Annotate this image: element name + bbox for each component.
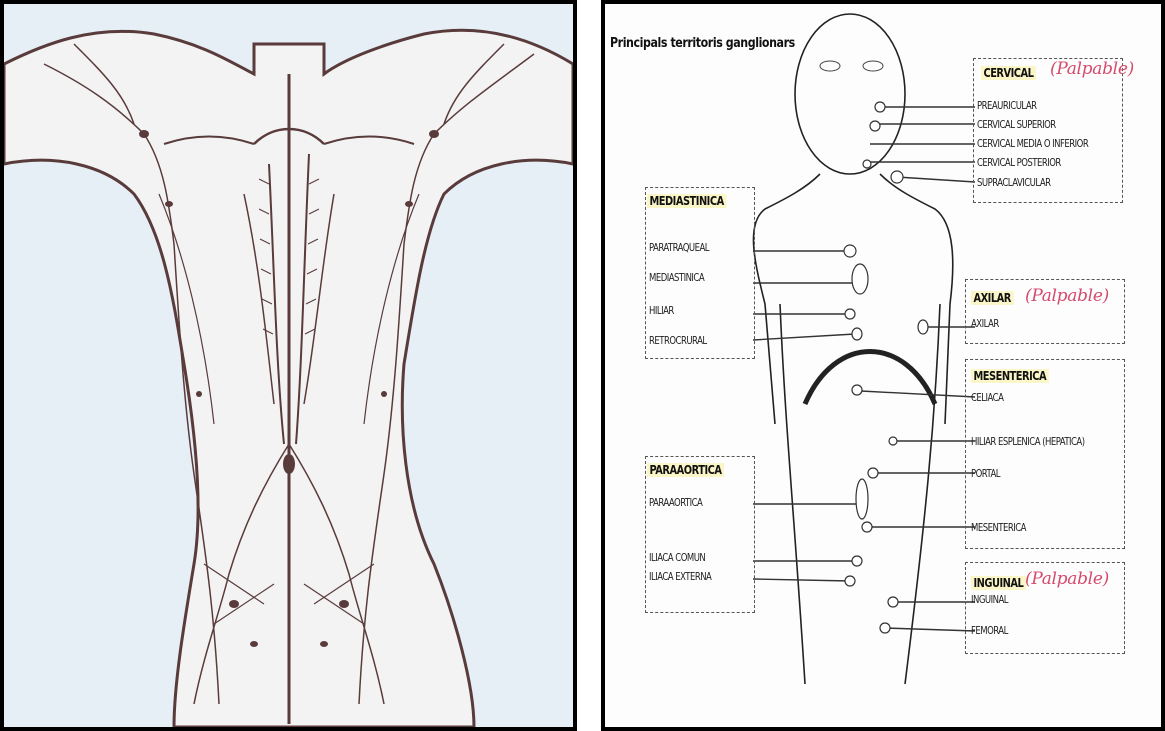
label-celiaca: CELIACA xyxy=(971,391,1003,404)
label-preauricular: PREAURICULAR xyxy=(977,99,1037,112)
label-mesenterica: MESENTERICA xyxy=(971,521,1026,534)
label-cervical-superior: CERVICAL SUPERIOR xyxy=(977,118,1056,131)
mesenterica-header: MESENTERICA xyxy=(971,369,1049,383)
label-femoral: FEMORAL xyxy=(971,624,1008,637)
label-hiliar-esplenica: HILIAR ESPLENICA (HEPATICA) xyxy=(971,435,1085,448)
diagram-title: Principals territoris ganglionars xyxy=(610,36,795,51)
label-iliaca-externa: ILIACA EXTERNA xyxy=(649,570,711,583)
label-inguinal: INGUINAL xyxy=(971,593,1008,606)
label-paratraqueal: PARATRAQUEAL xyxy=(649,241,709,254)
mediastinica-header: MEDIASTINICA xyxy=(647,194,726,208)
label-cervical-media-inferior: CERVICAL MEDIA O INFERIOR xyxy=(977,137,1088,150)
cervical-header: CERVICAL xyxy=(981,66,1036,80)
label-supraclavicular: SUPRACLAVICULAR xyxy=(977,176,1051,189)
label-cervical-posterior: CERVICAL POSTERIOR xyxy=(977,156,1061,169)
ganglionic-territories-diagram: Principals territoris ganglionars CERVIC… xyxy=(601,0,1165,731)
lymphatic-system-illustration xyxy=(0,0,577,731)
diaphragm-arc xyxy=(805,352,935,405)
label-hiliar: HILIAR xyxy=(649,304,674,317)
paraaortica-group-box xyxy=(645,456,755,613)
paraaortica-header: PARAAORTICA xyxy=(647,463,724,477)
axilar-header: AXILAR xyxy=(971,291,1013,305)
axilar-palpable-note: (Palpable) xyxy=(1025,286,1109,306)
label-mediastinica: MEDIASTINICA xyxy=(649,271,704,284)
label-retrocrural: RETROCRURAL xyxy=(649,334,707,347)
torso-lymph-drawing xyxy=(4,4,573,727)
head-outline xyxy=(795,14,905,174)
cervical-palpable-note: (Palpable) xyxy=(1050,59,1134,79)
label-paraaortica: PARAAORTICA xyxy=(649,496,702,509)
label-iliaca-comun: ILIACA COMUN xyxy=(649,551,705,564)
label-portal: PORTAL xyxy=(971,467,1000,480)
inguinal-header: INGUINAL xyxy=(971,576,1026,590)
inguinal-palpable-note: (Palpable) xyxy=(1025,569,1109,589)
label-axilar: AXILAR xyxy=(971,317,999,330)
